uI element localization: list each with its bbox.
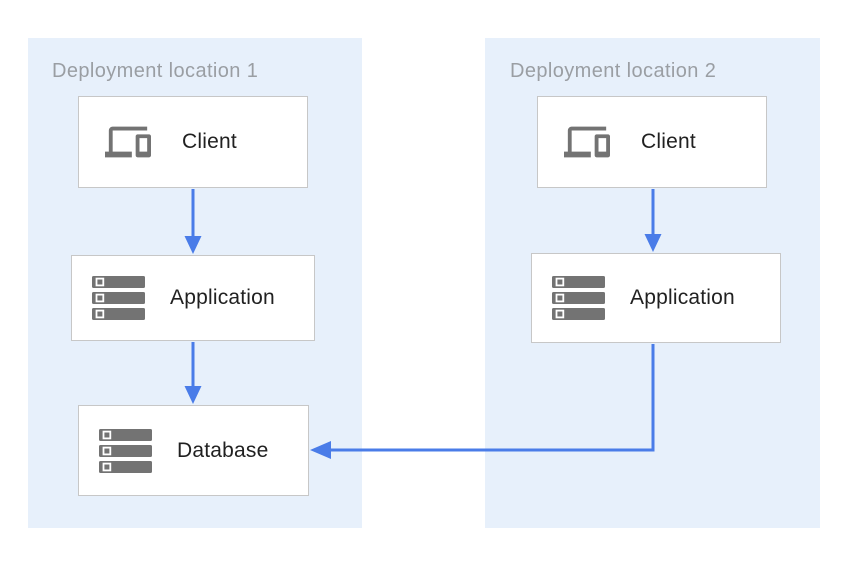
node-client-2: Client	[537, 96, 767, 188]
node-application-1: Application	[71, 255, 315, 341]
node-application-2: Application	[531, 253, 781, 343]
node-label: Application	[170, 286, 275, 309]
storage-icon	[552, 276, 605, 320]
node-label: Client	[182, 130, 237, 153]
node-label: Database	[177, 438, 269, 462]
node-label: Application	[630, 286, 735, 309]
devices-icon	[99, 119, 157, 165]
storage-icon	[99, 428, 152, 473]
panel-title-location-2: Deployment location 2	[510, 60, 717, 82]
node-database-1: Database	[78, 405, 309, 496]
node-client-1: Client	[78, 96, 308, 188]
node-label: Client	[641, 130, 696, 153]
panel-title-location-1: Deployment location 1	[52, 60, 259, 82]
storage-icon	[92, 276, 145, 320]
devices-icon	[558, 119, 616, 165]
